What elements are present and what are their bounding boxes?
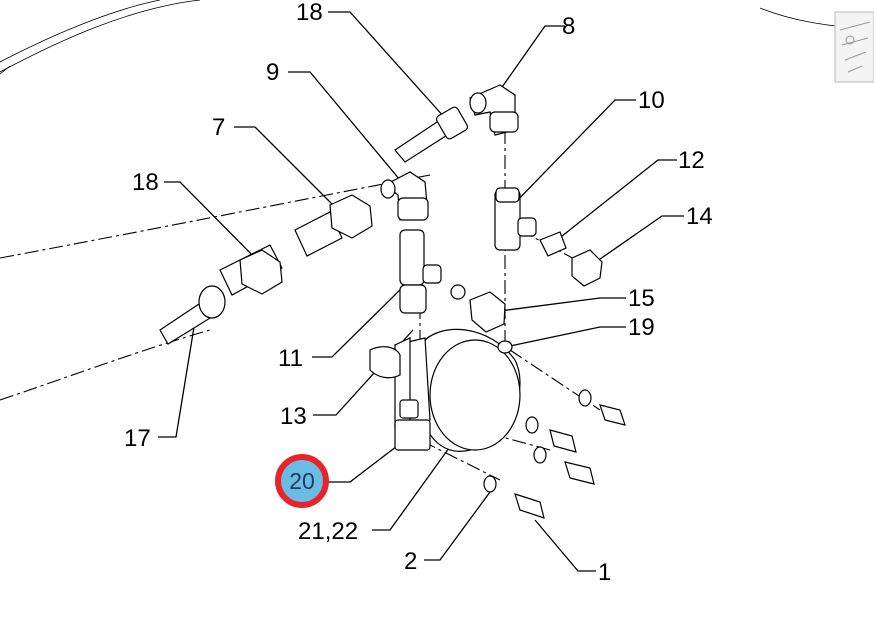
valve-body (369, 328, 521, 452)
thumbnail-icon[interactable] (834, 11, 874, 83)
callout-10: 10 (638, 87, 665, 114)
callout-9: 9 (266, 59, 279, 86)
hose-assembly (159, 106, 469, 345)
callout-12: 12 (678, 147, 705, 174)
highlighted-callout-20[interactable]: 20 (275, 454, 329, 508)
callout-20[interactable]: 20 (289, 468, 315, 494)
background-outline (0, 0, 874, 401)
callout-14: 14 (686, 203, 713, 230)
highlight-ring[interactable] (275, 454, 329, 508)
callout-13: 13 (280, 403, 307, 430)
callout-18: 18 (132, 169, 159, 196)
callout-1: 1 (598, 559, 611, 586)
callout-21-22: 21,22 (298, 518, 358, 545)
callout-15: 15 (628, 285, 655, 312)
callout-labels: 18 8 9 10 7 18 12 14 15 19 11 13 17 21,2… (124, 0, 713, 586)
callout-19: 19 (628, 314, 655, 341)
callout-7: 7 (212, 114, 225, 141)
callout-18-top: 18 (296, 0, 323, 26)
fittings (380, 84, 603, 333)
callout-11: 11 (278, 345, 303, 372)
callout-17: 17 (124, 425, 151, 452)
fasteners (483, 340, 626, 519)
callout-2: 2 (404, 548, 417, 575)
callout-8: 8 (562, 13, 575, 40)
